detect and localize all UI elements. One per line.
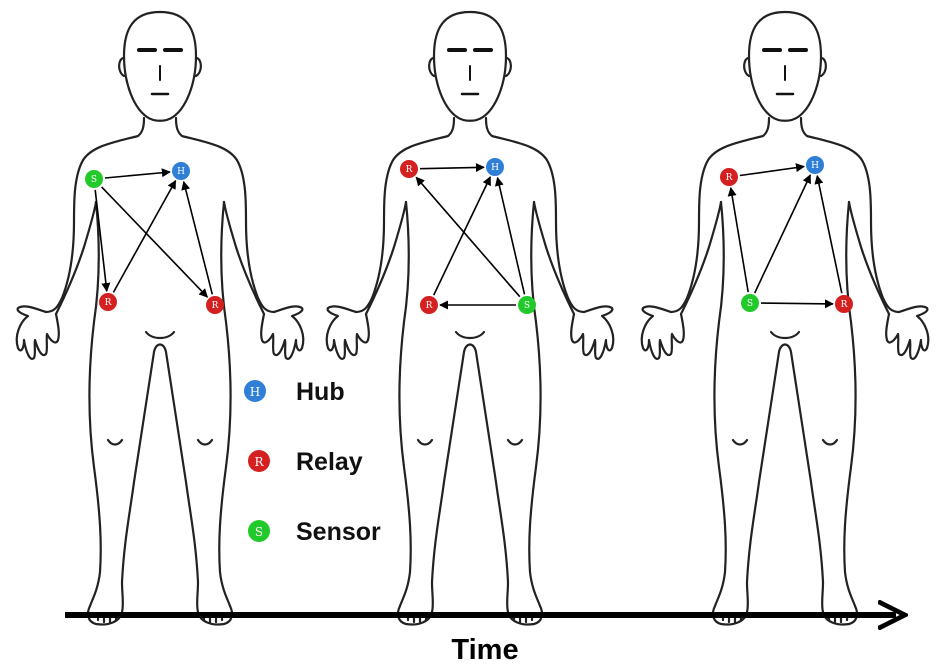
svg-text:R: R [406, 165, 413, 175]
relay-node-panel-3: R [720, 168, 738, 186]
svg-text:H: H [811, 161, 819, 171]
arrow-s-to-r2-panel-3 [761, 303, 833, 304]
arrow-s-to-h-panel-1 [105, 172, 170, 178]
svg-text:S: S [91, 175, 97, 185]
relay-node-panel-3: R [835, 295, 853, 313]
arrow-s-to-r1-panel-1 [95, 190, 107, 291]
svg-text:R: R [841, 300, 848, 310]
sensor-node-panel-3: S [741, 294, 759, 312]
svg-text:R: R [426, 301, 433, 311]
arrow-s-to-h-panel-3 [755, 175, 811, 293]
arrow-s-to-r2-panel-1 [102, 187, 208, 297]
svg-text:R: R [726, 173, 733, 183]
svg-text:H: H [177, 167, 185, 177]
relay-node-panel-1: R [206, 296, 224, 314]
legend-item-sensor: S Sensor [248, 518, 381, 546]
legend-label-relay: Relay [296, 448, 363, 476]
relay-legend-letter: R [254, 455, 264, 469]
legend: H Hub R Relay S Sensor [244, 378, 381, 546]
arrow-r1-to-h-panel-1 [113, 181, 175, 293]
hub-legend-letter: H [250, 385, 260, 399]
hub-node-panel-2: H [486, 158, 504, 176]
svg-text:R: R [212, 301, 219, 311]
legend-item-relay: R Relay [248, 448, 363, 476]
arrow-s-to-r1-panel-2 [416, 177, 520, 296]
connection-arrows [95, 167, 842, 306]
time-axis: Time [65, 615, 896, 664]
relay-node-panel-2: R [420, 296, 438, 314]
legend-label-sensor: Sensor [296, 518, 381, 546]
svg-text:R: R [105, 298, 112, 308]
relay-node-panel-1: R [99, 293, 117, 311]
arrow-r2-to-h-panel-3 [817, 176, 842, 293]
sensor-node-panel-2: S [518, 296, 536, 314]
time-label: Time [451, 634, 518, 664]
hub-node-panel-1: H [172, 162, 190, 180]
body-outlines [17, 12, 929, 625]
human-body-3 [642, 12, 929, 625]
arrow-r1-to-h-panel-2 [420, 167, 484, 168]
hub-node-panel-3: H [806, 156, 824, 174]
sensor-legend-letter: S [255, 525, 263, 539]
arrow-s-to-r1-panel-3 [731, 188, 748, 292]
sensor-node-panel-1: S [85, 170, 103, 188]
svg-text:S: S [747, 299, 753, 309]
relay-node-panel-2: R [400, 160, 418, 178]
arrow-r1-to-h-panel-3 [740, 167, 804, 176]
arrow-r2-to-h-panel-2 [434, 177, 491, 295]
legend-item-hub: H Hub [244, 378, 345, 406]
legend-label-hub: Hub [296, 378, 345, 406]
svg-text:S: S [524, 301, 530, 311]
svg-text:H: H [491, 163, 499, 173]
